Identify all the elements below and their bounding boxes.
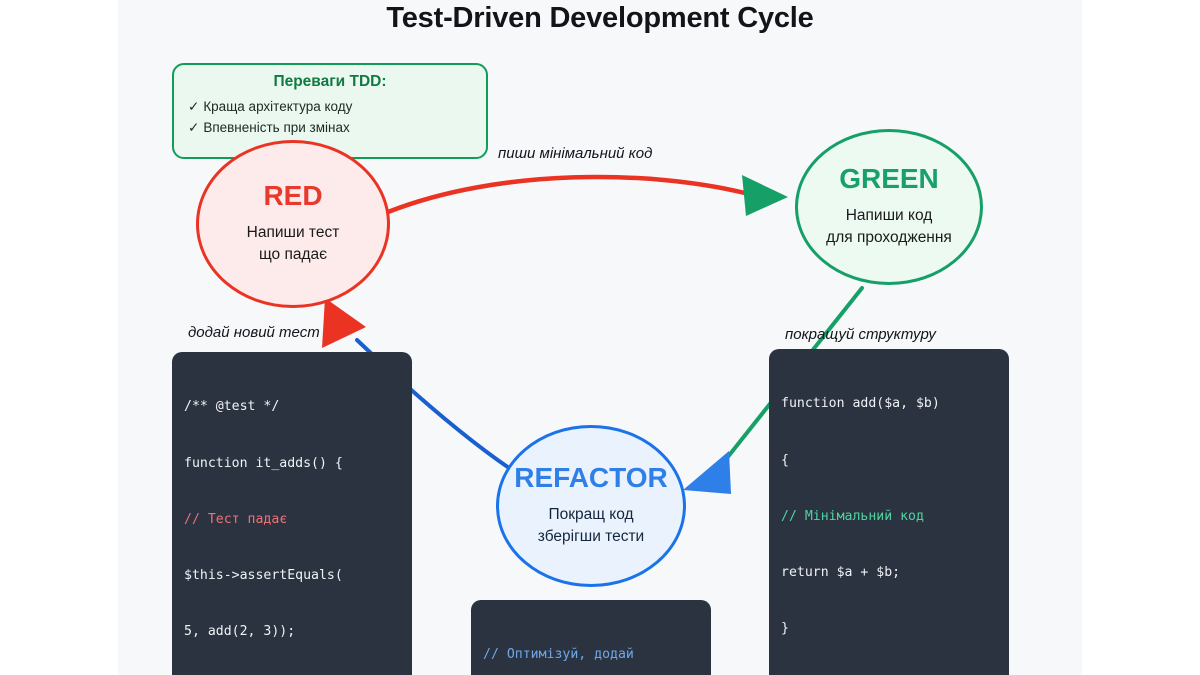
code-line: } — [781, 621, 789, 637]
code-line-comment: // Оптимізуй, додай — [483, 647, 634, 663]
code-line: 5, add(2, 3)); — [184, 624, 296, 640]
phase-title-red: RED — [263, 179, 323, 211]
phase-desc-line1: Напиши код — [845, 206, 933, 224]
phase-desc-line1: Напиши тест — [246, 223, 340, 241]
code-block-refactor-notes: // Оптимізуй, додай // валідацію, покращ… — [471, 600, 711, 675]
code-line: return $a + $b; — [781, 565, 901, 581]
phase-title-refactor: REFACTOR — [514, 461, 668, 493]
tdd-benefits-box: Переваги TDD: ✓Краща архітектура коду ✓В… — [172, 63, 488, 159]
phase-desc-line1: Покращ код — [548, 505, 634, 523]
benefit-item: ✓Впевненість при змінах — [188, 118, 472, 139]
benefit-text: Краща архітектура коду — [203, 99, 353, 114]
code-line: $this->assertEquals( — [184, 568, 343, 584]
benefits-heading: Переваги TDD: — [273, 73, 387, 90]
code-line: function it_adds() { — [184, 455, 343, 471]
code-line: /** @test */ — [184, 399, 280, 415]
arrow-label-refactor-to-red: додай новий тест — [188, 324, 320, 341]
phase-circle-green[interactable]: GREEN Напиши код для проходження — [795, 129, 983, 285]
phase-desc-line2: для проходження — [826, 229, 952, 246]
code-line: function add($a, $b) — [781, 396, 940, 412]
code-block-green-impl: function add($a, $b) { // Мінімальний ко… — [769, 349, 1009, 675]
code-line-comment: // Мінімальний код — [781, 508, 924, 524]
phase-circle-refactor[interactable]: REFACTOR Покращ код зберігши тести — [496, 425, 686, 587]
check-icon: ✓ — [188, 119, 200, 135]
benefit-text: Впевненість при змінах — [203, 119, 350, 135]
arrow-label-green-to-refactor: покращуй структуру — [785, 326, 936, 343]
check-icon: ✓ — [188, 99, 200, 114]
benefit-item: ✓Краща архітектура коду — [188, 97, 472, 118]
code-line-comment: // Тест падає — [184, 511, 288, 527]
code-block-red-test: /** @test */ function it_adds() { // Тес… — [172, 352, 412, 675]
phase-desc-line2: зберігши тести — [537, 528, 645, 545]
phase-desc-line2: що падає — [258, 246, 328, 263]
phase-title-green: GREEN — [839, 162, 939, 194]
phase-circle-red[interactable]: RED Напиши тест що падає — [196, 140, 390, 308]
arrow-label-red-to-green: пиши мінімальний код — [498, 145, 653, 162]
page-title: Test-Driven Development Cycle — [386, 2, 814, 34]
code-line: { — [781, 452, 789, 468]
